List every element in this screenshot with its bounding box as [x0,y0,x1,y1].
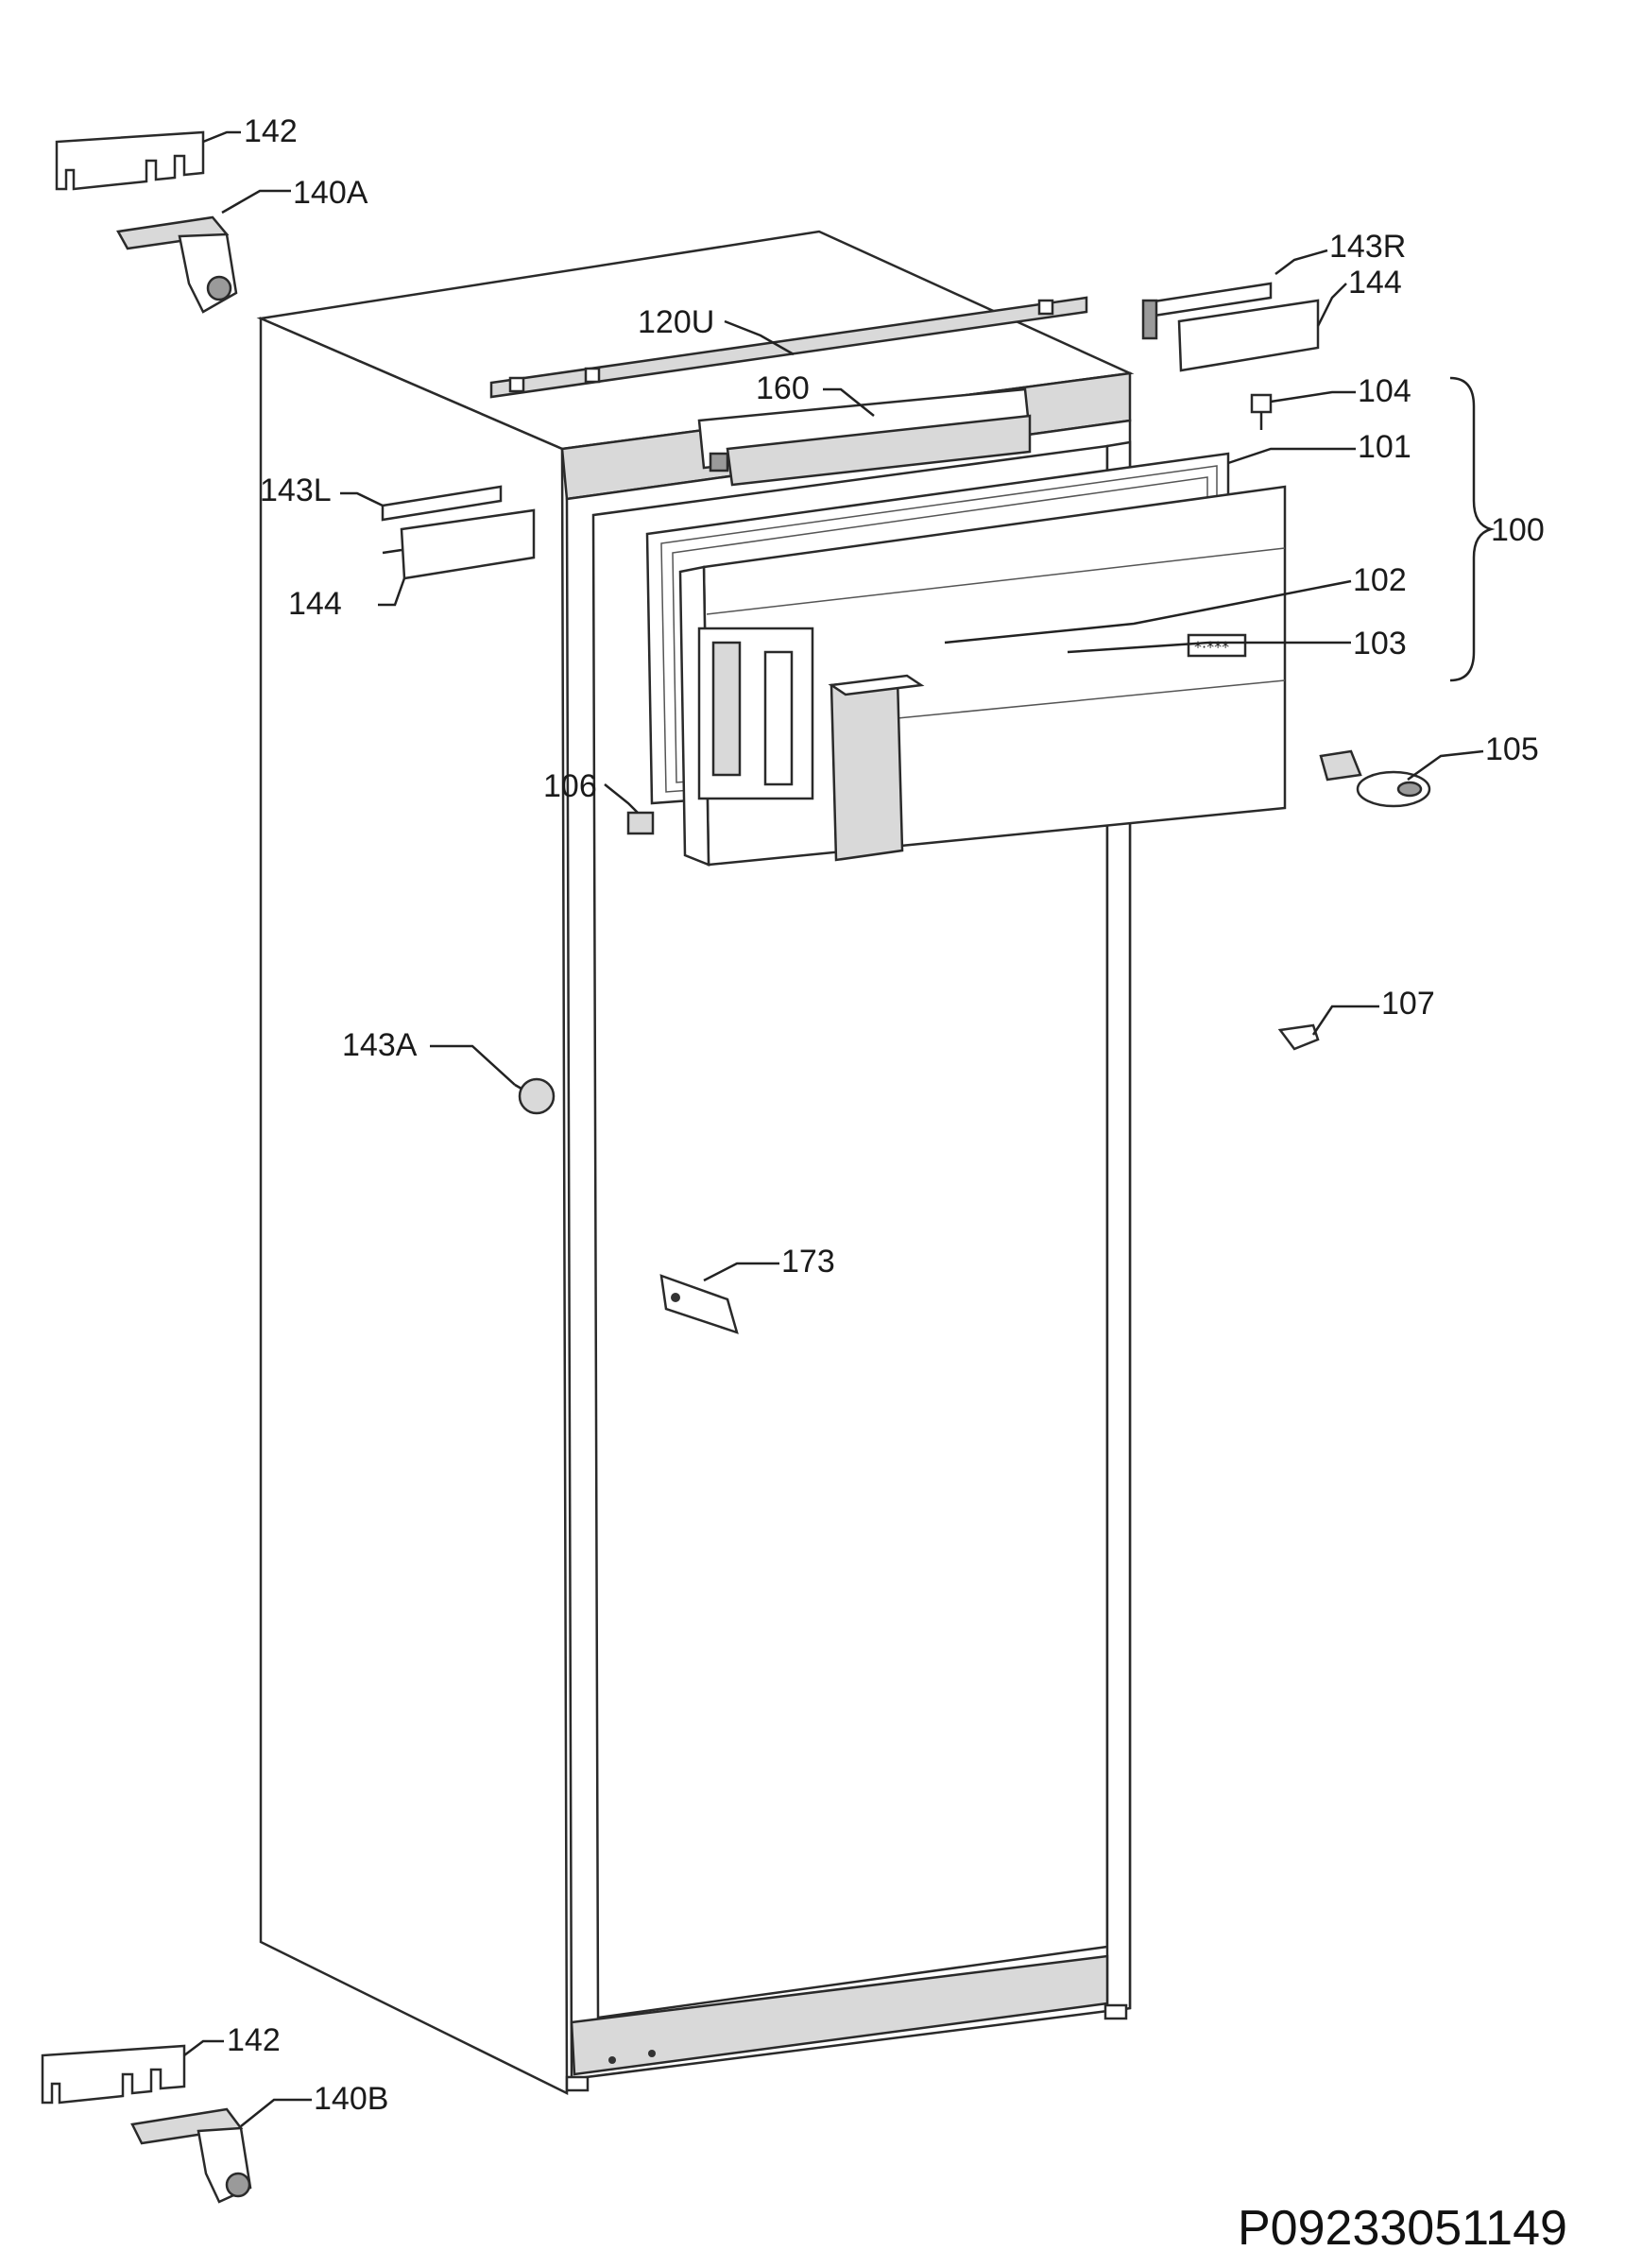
label-173: 173 [781,1244,835,1280]
label-142-top: 142 [244,113,298,149]
document-number: P09233051149 [1238,2201,1567,2256]
part-142-bottom-plate [41,2044,186,2105]
label-143l: 143L [260,472,332,508]
label-120u: 120U [638,304,714,340]
label-140a: 140A [293,175,368,211]
part-160-bracket [709,414,1032,487]
part-173-handle [659,1274,739,1334]
fridge-cabinet [256,230,1135,2096]
svg-text:*·***: *·*** [1194,638,1229,656]
label-143a: 143A [342,1027,418,1063]
part-142-top-plate [55,130,205,191]
label-100: 100 [1491,512,1545,548]
part-144r-cap [1177,299,1320,372]
label-160: 160 [756,370,810,406]
label-103: 103 [1353,626,1407,662]
label-143r: 143R [1329,229,1406,265]
label-102: 102 [1353,562,1407,598]
part-143r-cover [1141,282,1273,340]
freezer-door-assembly: *·*** [645,452,1287,867]
part-143l-cover [381,485,503,522]
callout-labels: 142 140A 120U 160 143R 144 104 101 100 1… [227,113,1545,2117]
part-104-pin [1250,393,1273,430]
part-106-plug [626,811,655,835]
label-140b: 140B [314,2081,388,2117]
part-143a-knob [514,1077,556,1115]
label-107: 107 [1381,986,1435,1022]
label-104: 104 [1358,373,1411,409]
label-144-left: 144 [288,586,342,622]
label-105: 105 [1485,731,1539,767]
leader-lines [183,130,1496,2127]
part-105-latch [1319,749,1431,808]
label-106: 106 [543,768,597,804]
label-142-bottom: 142 [227,2022,281,2058]
part-140b-hinge [130,2107,252,2204]
label-144-right: 144 [1348,265,1402,301]
part-140a-hinge [116,215,238,314]
part-107-clip [1277,1023,1320,1051]
label-101: 101 [1358,429,1411,465]
part-144l-cap [382,508,536,580]
